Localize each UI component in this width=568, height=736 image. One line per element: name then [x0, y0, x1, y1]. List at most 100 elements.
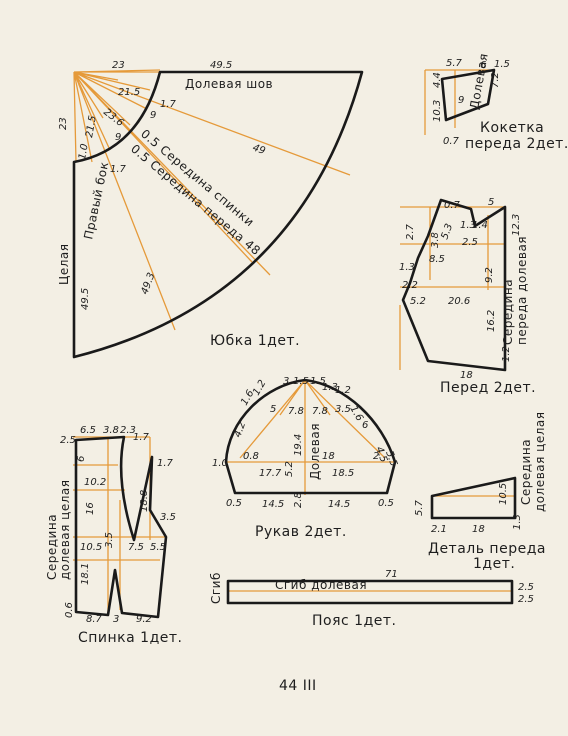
sleeve-title: Рукав 2дет.: [255, 524, 347, 540]
front-m9: 8.5: [429, 254, 445, 265]
sleeve-m6: 1.3: [322, 382, 338, 393]
sleeve-m7: 1.2: [335, 385, 351, 396]
sleeve-outline: [224, 378, 397, 495]
front-title: Перед 2дет.: [440, 380, 536, 396]
front-m1: 0.7: [444, 200, 461, 211]
back-m15: 5.5: [150, 542, 166, 553]
sleeve-m11: 7.8: [312, 406, 328, 417]
front-m8: 3.8: [430, 232, 441, 248]
back-m3: 3.8: [103, 425, 119, 436]
sleeve-m26: 14.5: [262, 499, 284, 510]
back-title: Спинка 1дет.: [78, 630, 182, 646]
back-m2: 6.5: [80, 425, 96, 436]
back-m7: 1.7: [157, 458, 174, 469]
back-m11: 3.5: [160, 512, 176, 523]
skirt-m4: 9: [150, 110, 156, 121]
front-m12: 2.2: [402, 280, 418, 291]
back-m20: 9.2: [136, 614, 152, 625]
back-m19: 3: [113, 614, 119, 625]
back-piece: 2.5 6.5 3.8 2.3 1.7 6 1.7 10.2 16 18.8 3…: [45, 425, 182, 646]
sleeve-m14: 6: [362, 420, 368, 431]
skirt-m1: 23: [112, 60, 125, 71]
yoke-m1: 5.7: [446, 58, 463, 69]
detail-center-label-2: долевая целая: [533, 412, 547, 512]
belt-fold-label: Сгиб долевая: [275, 578, 367, 592]
front-center-label-2: переда долевая: [515, 236, 529, 345]
yoke-piece: 5.7 6 1.5 4.4 7.2 10.3 9 0.7 Долевая Кок…: [424, 52, 568, 152]
front-m14: 5.2: [410, 296, 426, 307]
belt-m3: 2.5: [518, 594, 534, 605]
detail-m1: 5.7: [414, 499, 425, 516]
sleeve-m5: 1.5: [310, 376, 326, 387]
sleeve-m20: 2: [373, 451, 379, 462]
back-m6: 6: [76, 456, 87, 462]
back-outline: [74, 435, 168, 619]
skirt-m12: 49: [251, 142, 267, 157]
back-m1: 2.5: [60, 435, 76, 446]
sleeve-m16: 5.5: [383, 449, 399, 468]
skirt-m6: 23.6: [101, 107, 125, 129]
belt-piece: 71 2.5 2.5 Сгиб долевая Сгиб Пояс 1дет.: [209, 569, 534, 629]
sleeve-m21: 17.7: [259, 468, 282, 479]
back-m17: 0.6: [64, 602, 75, 618]
detail-piece: 5.7 10.5 2.1 18 1.3 Середина долевая цел…: [414, 412, 547, 572]
front-center-label-1: Середина: [501, 279, 515, 345]
detail-m4: 18: [472, 524, 485, 535]
detail-m3: 2.1: [431, 524, 447, 535]
sleeve-m23: 19.4: [293, 434, 304, 456]
front-m3: 2.7: [405, 223, 416, 240]
sleeve-m15: 4.5: [373, 445, 389, 464]
front-m18: 18: [460, 370, 473, 381]
sleeve-m24: 18.5: [332, 468, 354, 479]
belt-m1: 71: [385, 569, 398, 580]
front-m10: 2.5: [462, 237, 478, 248]
sleeve-m4: 1.5: [293, 376, 309, 387]
sleeve-m27: 2.8: [293, 492, 304, 508]
yoke-construction-lines: [424, 69, 490, 135]
back-m12: 10.5: [80, 542, 102, 553]
yoke-m8: 0.7: [443, 136, 460, 147]
skirt-m7: 9: [115, 132, 121, 143]
skirt-seam-label: Долевая шов: [185, 77, 273, 91]
sleeve-m18: 0.8: [243, 451, 259, 462]
front-m11: 1.3: [399, 262, 415, 273]
back-center-label-1: Середина: [45, 514, 59, 580]
sleeve-m17: 1.0: [212, 458, 228, 469]
yoke-m3: 1.5: [494, 59, 510, 70]
skirt-m14: 49.3: [139, 271, 157, 296]
back-m8: 10.2: [84, 477, 106, 488]
back-m13: 3.5: [104, 532, 115, 548]
front-m4: 5.3: [439, 222, 455, 241]
yoke-m5: 7.2: [490, 72, 501, 88]
skirt-m5: 1.7: [160, 99, 177, 110]
front-m13: 9.2: [484, 267, 495, 283]
yoke-title-1: Кокетка: [480, 120, 544, 136]
front-m7: 12.3: [511, 214, 522, 236]
sleeve-m9: 5: [270, 404, 276, 415]
back-m4: 2.3: [120, 425, 136, 436]
front-m16: 16.2: [486, 310, 497, 332]
belt-m2: 2.5: [518, 582, 534, 593]
skirt-m9: 21.5: [84, 115, 99, 139]
sleeve-grain-label: Долевая: [308, 423, 322, 480]
sleeve-m19: 18: [322, 451, 335, 462]
sleeve-m28: 14.5: [328, 499, 350, 510]
front-m17: 1.2: [501, 346, 512, 362]
sleeve-m3: 3: [283, 376, 289, 387]
detail-title-2: 1дет.: [473, 556, 515, 572]
belt-fold-side: Сгиб: [209, 572, 223, 604]
sleeve-m25: 0.5: [226, 498, 242, 509]
yoke-m7: 9: [458, 95, 464, 106]
yoke-m6: 10.3: [432, 100, 443, 122]
skirt-m2: 49.5: [210, 60, 232, 71]
front-piece: 0.7 5 2.7 5.3 1.3 1.4 12.3 3.8 8.5 2.5 1…: [399, 197, 536, 396]
yoke-m4: 4.4: [432, 72, 443, 88]
skirt-center-front: 0.5 Середина переда 48: [128, 142, 263, 259]
front-m6: 1.4: [472, 220, 488, 231]
belt-outline: [226, 579, 514, 605]
detail-outline: [430, 476, 517, 520]
sleeve-m29: 0.5: [378, 498, 394, 509]
back-m9: 16: [85, 502, 96, 515]
sleeve-piece: 1.6 1.2 3 1.5 1.5 1.3 1.2 1.6 5 7.8 7.8 …: [212, 376, 399, 540]
belt-title: Пояс 1дет.: [312, 613, 396, 629]
